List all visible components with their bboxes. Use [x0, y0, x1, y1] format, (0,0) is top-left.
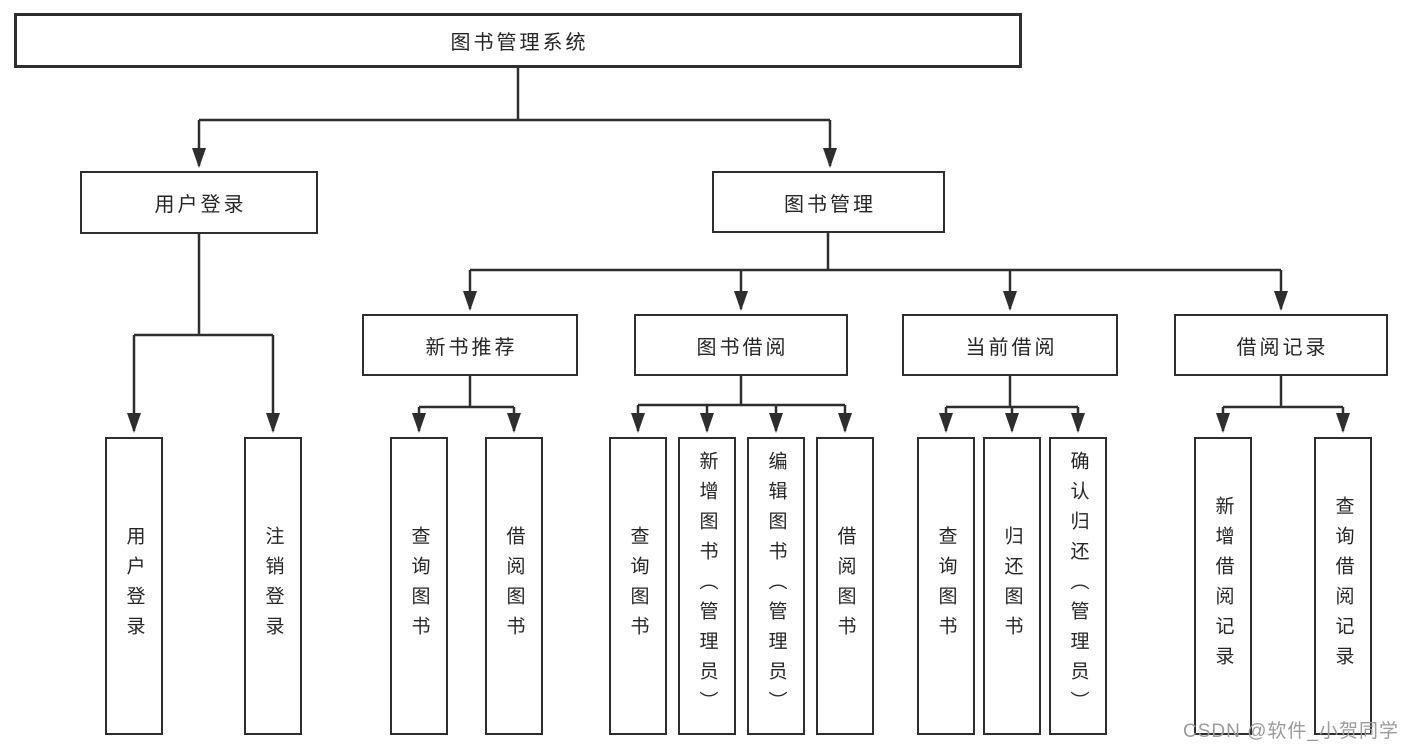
node-label: 新书推荐 — [425, 336, 518, 359]
node-label: 确认归还（管理员） — [1067, 451, 1089, 721]
node-borrow-record: 借阅记录 — [1174, 314, 1388, 376]
node-leaf-query-borrow-record: 查询借阅记录 — [1314, 437, 1372, 735]
node-label: 当前借阅 — [965, 336, 1058, 359]
node-leaf-query-books-1: 查询图书 — [390, 437, 448, 735]
node-book-management-branch: 图书管理 — [712, 171, 945, 233]
node-leaf-borrow-books-2: 借阅图书 — [816, 437, 874, 735]
node-label: 查询图书 — [408, 526, 430, 646]
node-leaf-query-books-3: 查询图书 — [917, 437, 975, 735]
node-user-login-branch: 用户登录 — [80, 171, 318, 234]
node-leaf-query-books-2: 查询图书 — [609, 437, 667, 735]
node-new-book-recommend: 新书推荐 — [362, 314, 578, 376]
node-leaf-user-login: 用户登录 — [105, 437, 163, 735]
node-label: 新增图书（管理员） — [696, 451, 718, 721]
node-leaf-add-books-admin: 新增图书（管理员） — [678, 437, 736, 735]
node-label: 借阅记录 — [1236, 336, 1329, 359]
node-leaf-return-books: 归还图书 — [983, 437, 1041, 735]
node-label: 图书管理 — [784, 193, 876, 216]
node-label: 查询图书 — [627, 526, 649, 646]
node-label: 用户登录 — [123, 526, 145, 646]
node-label: 查询图书 — [935, 526, 957, 646]
node-label: 查询借阅记录 — [1332, 496, 1354, 676]
watermark: CSDN @软件_小贺同学 — [1183, 721, 1399, 742]
node-label: 图书借阅 — [696, 336, 789, 359]
node-label: 借阅图书 — [503, 526, 525, 646]
node-current-borrow: 当前借阅 — [902, 314, 1118, 376]
node-leaf-add-borrow-record: 新增借阅记录 — [1194, 437, 1252, 735]
node-leaf-logout: 注销登录 — [244, 437, 302, 735]
node-leaf-confirm-return-admin: 确认归还（管理员） — [1049, 437, 1107, 735]
node-label: 图书管理系统 — [450, 32, 589, 54]
node-label: 注销登录 — [262, 526, 284, 646]
node-label: 用户登录 — [154, 194, 247, 216]
node-label: 归还图书 — [1001, 526, 1023, 646]
node-label: 编辑图书（管理员） — [765, 451, 787, 721]
node-leaf-edit-books-admin: 编辑图书（管理员） — [747, 437, 805, 735]
node-leaf-borrow-books-1: 借阅图书 — [485, 437, 543, 735]
node-label: 借阅图书 — [834, 526, 856, 646]
node-root-library-system: 图书管理系统 — [14, 13, 1022, 68]
node-label: 新增借阅记录 — [1212, 496, 1234, 676]
node-book-borrow: 图书借阅 — [634, 314, 848, 376]
